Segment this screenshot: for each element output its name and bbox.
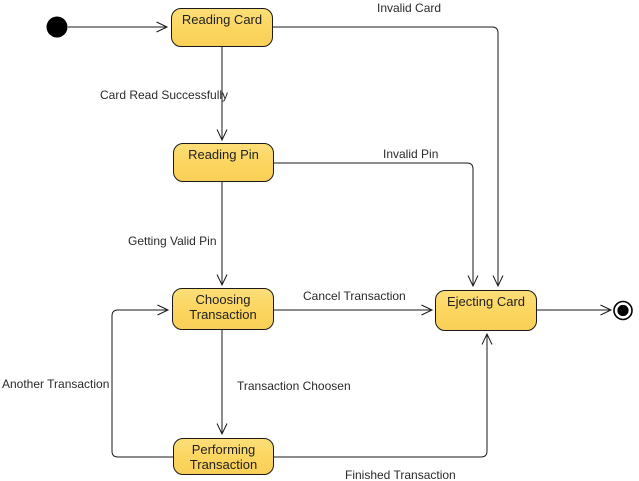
state-label: Performing Transaction [189,442,258,472]
transition-label-card-read-successfully: Card Read Successfully [100,88,229,102]
transition-label-finished-transaction: Finished Transaction [345,468,456,481]
transition-finished-transaction [273,332,493,458]
state-label: Ejecting Card [446,294,526,309]
state-reading-pin: Reading Pin [173,143,274,182]
state-choosing-transaction: Choosing Transaction [172,288,274,330]
state-ejecting-card: Ejecting Card [435,290,537,331]
transition-invalid-card [273,26,504,288]
transition-invalid-pin [273,162,479,288]
transition-label-getting-valid-pin: Getting Valid Pin [128,234,217,248]
transition-another-transaction [111,304,173,458]
transition-label-transaction-choosen: Transaction Choosen [237,379,351,393]
state-performing-transaction: Performing Transaction [173,438,274,475]
transition-label-invalid-pin: Invalid Pin [383,147,439,161]
state-label: Reading Card [181,12,263,27]
state-label: Choosing Transaction [189,292,257,322]
transition-label-cancel-transaction: Cancel Transaction [303,289,406,303]
transition-label-invalid-card: Invalid Card [377,1,442,15]
transition-label-another-transaction: Another Transaction [2,377,110,391]
final-state-node [613,300,633,321]
state-reading-card: Reading Card [171,8,273,47]
state-label: Reading Pin [188,147,259,162]
initial-state-node [46,16,68,38]
